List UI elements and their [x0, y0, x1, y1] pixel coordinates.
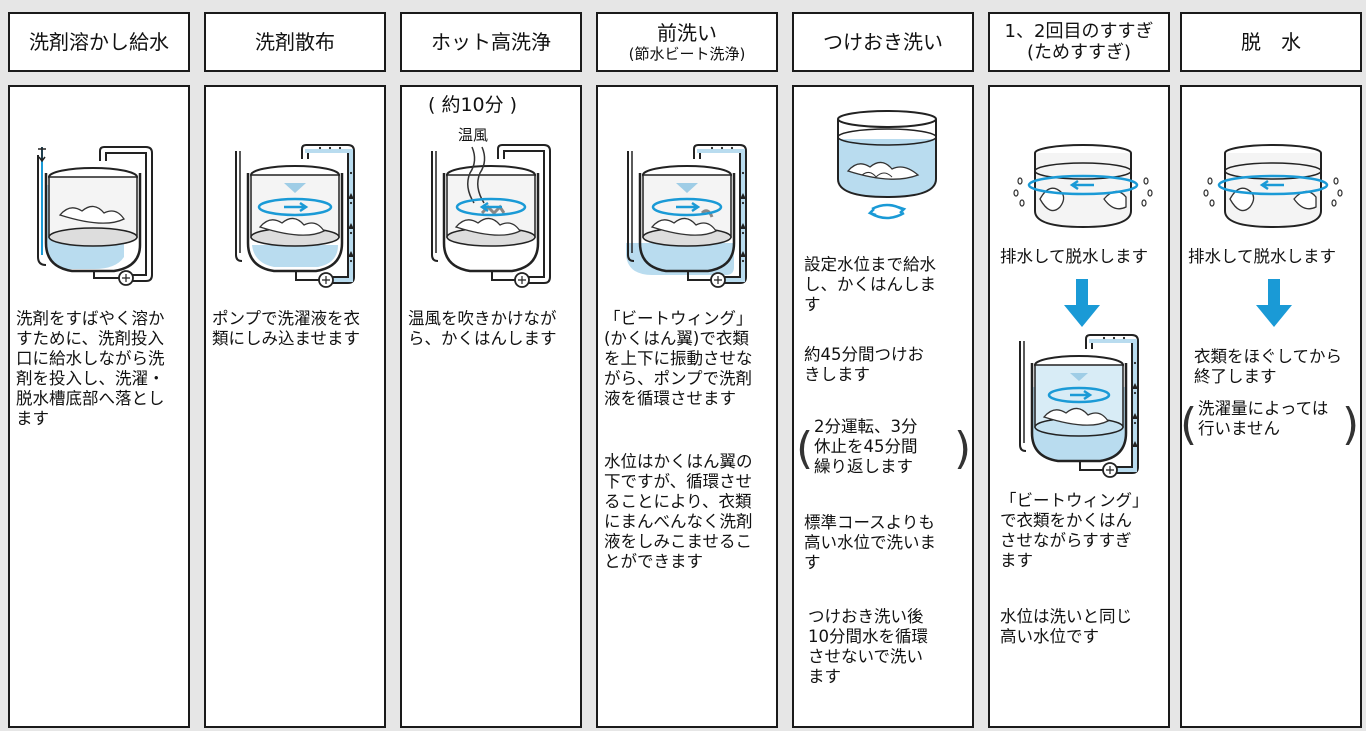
step-title: 脱 水 [1241, 30, 1301, 54]
step-header-4: 前洗い (節水ビート洗浄) [596, 12, 778, 72]
step-description: 標準コースよりも 高い水位で洗いま す [804, 513, 936, 572]
step-description: 「ビートウィング」 (かくはん翼)で衣類 を上下に振動させな がら、ポンプで洗剤… [604, 309, 753, 408]
washer-spin-illustration [1013, 144, 1153, 229]
step-body-2: ポンプで洗濯液を衣 類にしみ込ませます [204, 85, 386, 728]
step-subtitle: (ためすすぎ) [1026, 42, 1132, 63]
washer-hot-air-illustration [431, 144, 551, 288]
step-description: 洗剤をすばやく溶か すために、洗剤投入 口に給水しながら洗 剤を投入し、洗濯・ … [16, 309, 165, 428]
step-header-3: ホット高洗浄 [400, 12, 582, 72]
step-description: 洗濯量によっては 行いません [1198, 399, 1329, 438]
step-description: 排水して脱水します [1000, 247, 1149, 266]
washer-spin-illustration [1203, 144, 1343, 229]
washer-soak-illustration [837, 110, 937, 220]
step-description: 2分運転、3分 休止を45分間 繰り返します [814, 417, 918, 476]
step-description: 衣類をほぐしてから 終了します [1194, 347, 1343, 386]
step-description: 水位はかくはん翼の 下ですが、循環させ ることにより、衣類 にまんべんなく洗剤 … [604, 452, 753, 571]
step-title: 前洗い [657, 21, 717, 45]
step-title: ホット高洗浄 [431, 30, 551, 54]
bracket-right: ) [954, 423, 972, 474]
step-header-2: 洗剤散布 [204, 12, 386, 72]
step-description: つけおき洗い後 10分間水を循環 させないで洗い ます [808, 607, 928, 686]
step-title: つけおき洗い [823, 30, 943, 54]
step-description: 水位は洗いと同じ 高い水位です [1000, 607, 1132, 646]
step-title: 洗剤溶かし給水 [29, 30, 169, 54]
bracket-right: ) [1342, 399, 1360, 450]
step-description: ポンプで洗濯液を衣 類にしみ込ませます [212, 309, 361, 348]
step-body-4: 「ビートウィング」 (かくはん翼)で衣類 を上下に振動させな がら、ポンプで洗剤… [596, 85, 778, 728]
arrow-down-icon [1064, 279, 1100, 327]
arrow-down-icon [1256, 279, 1292, 327]
step-description: 「ビートウィング」 で衣類をかくはん させながらすすぎ ます [1000, 491, 1149, 570]
step-body-7: 排水して脱水します 衣類をほぐしてから 終了します ( 洗濯量によっては 行いま… [1180, 85, 1362, 728]
step-description: 設定水位まで給水 し、かくはんしま す [804, 255, 936, 314]
step-description: 約45分間つけお きします [804, 345, 924, 384]
step-header-7: 脱 水 [1180, 12, 1362, 72]
washer-rinse-illustration [1019, 334, 1139, 478]
step-header-1: 洗剤溶かし給水 [8, 12, 190, 72]
washer-supply-illustration [37, 146, 153, 286]
washer-beat-wash-illustration [626, 144, 747, 288]
step-header-5: つけおき洗い [792, 12, 974, 72]
bracket-left: ( [1180, 399, 1198, 450]
duration-note: ( 約10分 ) [428, 94, 518, 116]
step-description: 排水して脱水します [1188, 247, 1337, 266]
step-title: 1、2回目のすすぎ [1004, 21, 1154, 42]
step-body-1: 洗剤をすばやく溶か すために、洗剤投入 口に給水しながら洗 剤を投入し、洗濯・ … [8, 85, 190, 728]
warm-air-label: 温風 [458, 126, 489, 144]
step-body-5: 設定水位まで給水 し、かくはんしま す 約45分間つけお きします ( 2分運転… [792, 85, 974, 728]
bracket-left: ( [796, 423, 814, 474]
step-header-6: 1、2回目のすすぎ (ためすすぎ) [988, 12, 1170, 72]
step-title: 洗剤散布 [255, 30, 335, 54]
step-body-6: 排水して脱水します 「ビートウィング」 で衣 [988, 85, 1170, 728]
step-subtitle: (節水ビート洗浄) [628, 45, 746, 63]
washer-spray-illustration [235, 144, 355, 288]
step-description: 温風を吹きかけなが ら、かくはんします [408, 309, 557, 348]
step-body-3: ( 約10分 ) 温風 温風を吹きかけなが ら、かくはんします [400, 85, 582, 728]
